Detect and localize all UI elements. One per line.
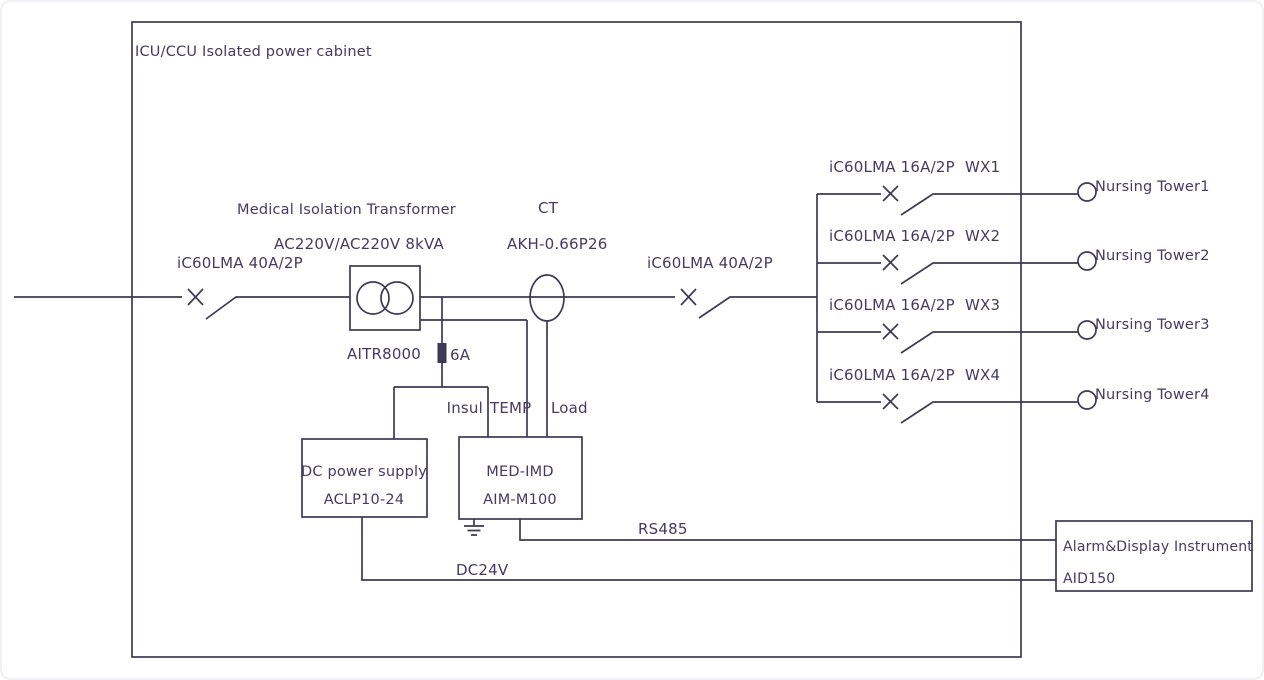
branch-switch-blade — [900, 401, 1078, 424]
branch-breaker-icon — [882, 323, 899, 340]
ct-icon — [529, 274, 565, 322]
dc24v-link: DC24V — [361, 517, 1056, 581]
current-transformer: CT AKH-0.66P26 — [507, 199, 608, 322]
temp-feed-line — [420, 319, 528, 437]
output-breaker: iC60LMA 40A/2P — [647, 254, 817, 319]
branch-breaker-icon — [882, 254, 899, 271]
dc-power-supply: DC power supply ACLP10-24 — [301, 438, 428, 518]
dc-supply-name: DC power supply — [301, 464, 427, 480]
alarm-display-instrument: Alarm&Display Instrument AID150 — [1055, 520, 1253, 592]
incoming-breaker-icon — [187, 288, 204, 306]
cabinet-title: ICU/CCU Isolated power cabinet — [135, 44, 372, 60]
output-breaker-icon — [680, 288, 697, 306]
ct-model: AKH-0.66P26 — [507, 235, 608, 253]
rs485-label: RS485 — [638, 520, 688, 538]
branch-destination: Nursing Tower4 — [1095, 387, 1210, 403]
insulation-monitor: MED-IMD AIM-M100 — [458, 436, 583, 536]
output-breaker-label: iC60LMA 40A/2P — [647, 254, 773, 272]
transformer-rating: AC220V/AC220V 8kVA — [274, 235, 444, 253]
alarm-model: AID150 — [1063, 571, 1115, 587]
load-input-label: Load — [551, 399, 588, 417]
dc24v-label: DC24V — [456, 561, 509, 579]
fuse-label: 6A — [450, 346, 471, 364]
branch-circuit-id: WX4 — [965, 366, 1000, 384]
isolation-transformer: Medical Isolation Transformer AC220V/AC2… — [237, 202, 456, 363]
branch-destination: Nursing Tower1 — [1095, 179, 1210, 195]
ground-icon — [464, 519, 484, 536]
insul-feed-line — [393, 386, 489, 439]
branch-breaker-icon — [882, 185, 899, 202]
monitor-model: AIM-M100 — [483, 492, 557, 508]
branch-circuit-id: WX2 — [965, 227, 1000, 245]
transformer-box — [349, 265, 421, 331]
incoming-breaker-label: iC60LMA 40A/2P — [177, 254, 303, 272]
branch-circuit-wx2: iC60LMA 16A/2P WX2 Nursing Tower2 — [817, 227, 1210, 285]
branch-breaker-label: iC60LMA 16A/2P — [829, 296, 955, 314]
monitor-name: MED-IMD — [486, 464, 553, 480]
dc-supply-box — [301, 438, 428, 518]
outlet-icon — [1077, 182, 1097, 202]
monitor-feeds: 6A Insul TEMP Load — [393, 297, 588, 439]
rs485-link: RS485 — [519, 519, 1056, 541]
branch-circuit-wx3: iC60LMA 16A/2P WX3 Nursing Tower3 — [817, 296, 1210, 354]
outlet-icon — [1077, 320, 1097, 340]
insul-input-label: Insul — [447, 399, 483, 417]
output-switch-blade — [698, 296, 817, 319]
branch-destination: Nursing Tower2 — [1095, 248, 1210, 264]
branch-breaker-label: iC60LMA 16A/2P — [829, 158, 955, 176]
branch-switch-blade — [900, 331, 1078, 354]
outlet-icon — [1077, 251, 1097, 271]
cabinet-outline — [131, 21, 1022, 658]
alarm-name: Alarm&Display Instrument — [1063, 539, 1253, 555]
branch-breaker-label: iC60LMA 16A/2P — [829, 366, 955, 384]
branch-breaker-label: iC60LMA 16A/2P — [829, 227, 955, 245]
branch-breaker-icon — [882, 393, 899, 410]
incoming-switch-blade — [205, 296, 350, 320]
branch-circuit-id: WX1 — [965, 158, 1000, 176]
transformer-coil-icon — [356, 281, 390, 315]
branch-circuit-wx1: iC60LMA 16A/2P WX1 Nursing Tower1 — [817, 158, 1210, 216]
transformer-model: AITR8000 — [347, 345, 421, 363]
branch-circuit-id: WX3 — [965, 296, 1000, 314]
rs485-line — [519, 519, 1056, 541]
branch-destination: Nursing Tower3 — [1095, 317, 1210, 333]
branch-switch-blade — [900, 193, 1078, 216]
outlet-icon — [1077, 390, 1097, 410]
dc24v-line — [361, 517, 1056, 581]
temp-input-label: TEMP — [489, 399, 531, 417]
alarm-box — [1055, 520, 1253, 592]
transformer-coil-icon — [380, 281, 414, 315]
branch-switch-blade — [900, 262, 1078, 285]
fuse-icon — [437, 343, 447, 363]
dc-supply-model: ACLP10-24 — [324, 492, 405, 508]
ct-label: CT — [538, 199, 559, 217]
branch-circuit-wx4: iC60LMA 16A/2P WX4 Nursing Tower4 — [817, 366, 1210, 424]
transformer-title: Medical Isolation Transformer — [237, 202, 456, 218]
incoming-feeder: iC60LMA 40A/2P — [14, 254, 350, 320]
